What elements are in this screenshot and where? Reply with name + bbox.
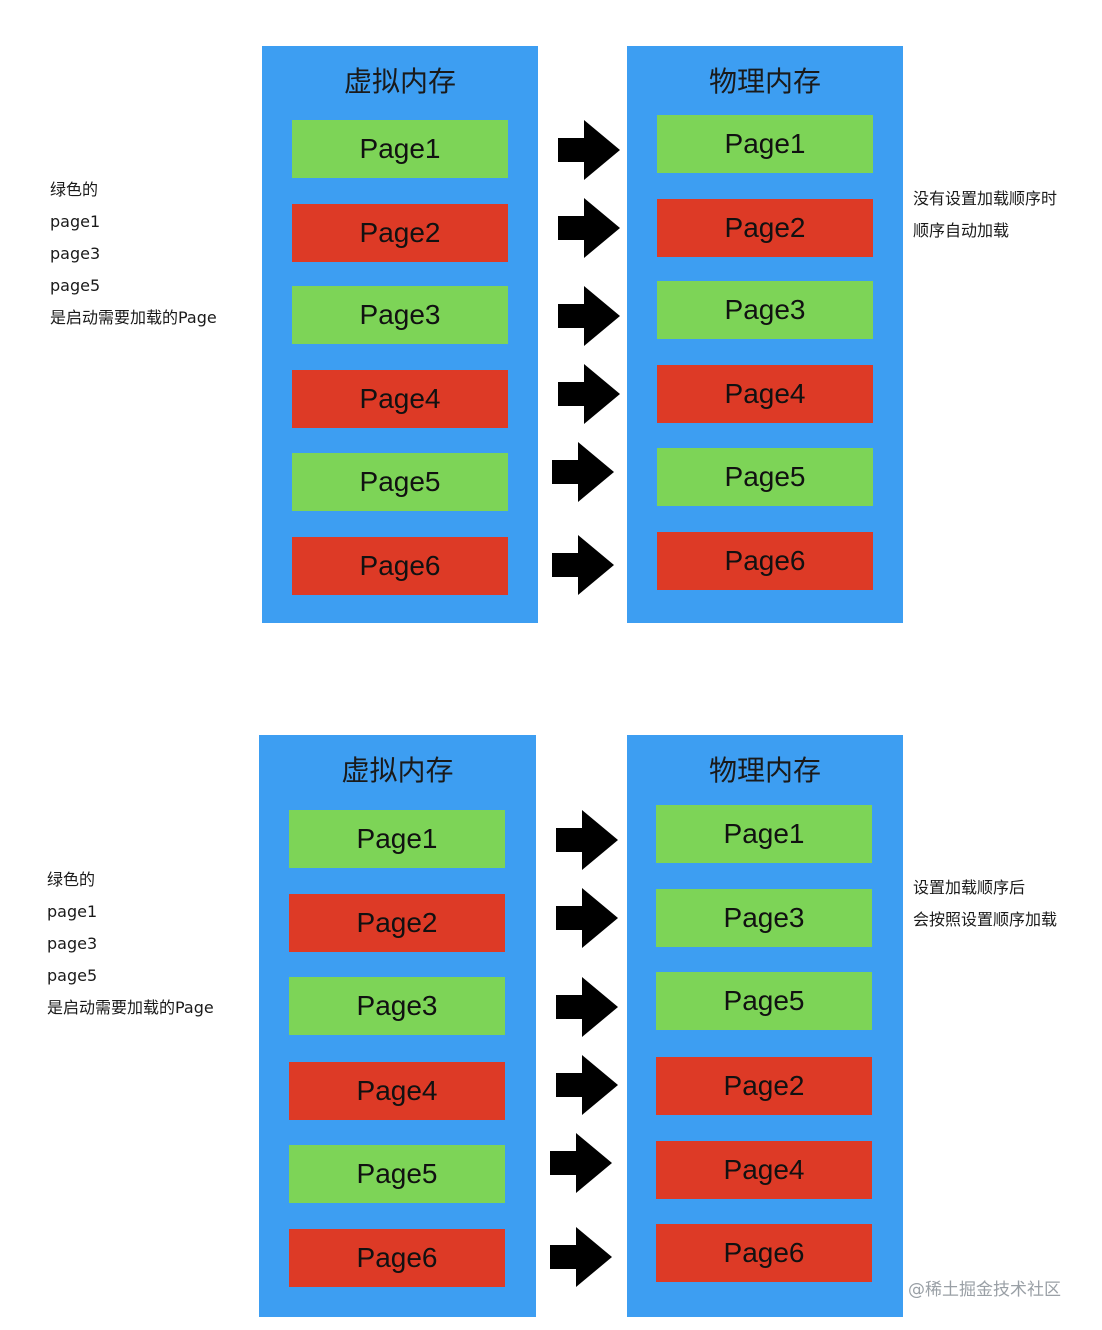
right-note: 设置加载顺序后 会按照设置顺序加载 [913, 872, 1057, 936]
note-line: 绿色的 [47, 870, 96, 889]
page-block: Page6 [657, 532, 873, 590]
page-block: Page4 [289, 1062, 505, 1120]
arrow-right-icon [556, 810, 618, 870]
page-block: Page5 [289, 1145, 505, 1203]
note-line: 顺序自动加载 [913, 221, 1010, 240]
note-line: page1 [50, 212, 101, 231]
note-line: page3 [47, 934, 98, 953]
panel-title: 虚拟内存 [341, 754, 454, 787]
page-block: Page4 [657, 365, 873, 423]
note-line: 没有设置加载顺序时 [913, 189, 1058, 208]
page-block: Page3 [289, 977, 505, 1035]
arrow-right-icon [558, 286, 620, 346]
page-block: Page1 [656, 805, 872, 863]
page-block: Page6 [289, 1229, 505, 1287]
page-block: Page5 [657, 448, 873, 506]
page-block: Page1 [292, 120, 508, 178]
page-block: Page2 [656, 1057, 872, 1115]
panel-title: 虚拟内存 [343, 65, 456, 98]
panel-title: 物理内存 [708, 754, 821, 787]
page-block: Page1 [289, 810, 505, 868]
note-line: page5 [50, 276, 101, 295]
right-note: 没有设置加载顺序时 顺序自动加载 [913, 183, 1057, 247]
page-block: Page3 [657, 281, 873, 339]
panel-title: 物理内存 [708, 65, 821, 98]
note-line: 绿色的 [50, 180, 99, 199]
note-line: 是启动需要加载的Page [50, 308, 217, 327]
page-block: Page2 [292, 204, 508, 262]
note-line: page3 [50, 244, 101, 263]
watermark: @稀土掘金技术社区 [908, 1280, 1061, 1300]
arrow-right-icon [556, 977, 618, 1037]
arrow-right-icon [550, 1133, 612, 1193]
note-line: page1 [47, 902, 98, 921]
page-block: Page3 [656, 889, 872, 947]
arrow-right-icon [556, 1055, 618, 1115]
page-block: Page3 [292, 286, 508, 344]
arrow-right-icon [558, 120, 620, 180]
page-block: Page6 [656, 1224, 872, 1282]
note-line: page5 [47, 966, 98, 985]
page-block: Page4 [656, 1141, 872, 1199]
arrow-right-icon [558, 198, 620, 258]
left-note: 绿色的 page1 page3 page5 是启动需要加载的Page [50, 174, 217, 334]
note-line: 是启动需要加载的Page [47, 998, 214, 1017]
arrow-right-icon [552, 535, 614, 595]
arrow-right-icon [552, 442, 614, 502]
page-block: Page5 [656, 972, 872, 1030]
note-line: 设置加载顺序后 [913, 878, 1026, 897]
page-block: Page5 [292, 453, 508, 511]
left-note: 绿色的 page1 page3 page5 是启动需要加载的Page [47, 864, 214, 1024]
page-block: Page2 [289, 894, 505, 952]
page-block: Page2 [657, 199, 873, 257]
arrow-right-icon [550, 1227, 612, 1287]
page-block: Page4 [292, 370, 508, 428]
page-block: Page6 [292, 537, 508, 595]
note-line: 会按照设置顺序加载 [913, 910, 1058, 929]
arrow-right-icon [558, 364, 620, 424]
page-block: Page1 [657, 115, 873, 173]
arrow-right-icon [556, 888, 618, 948]
